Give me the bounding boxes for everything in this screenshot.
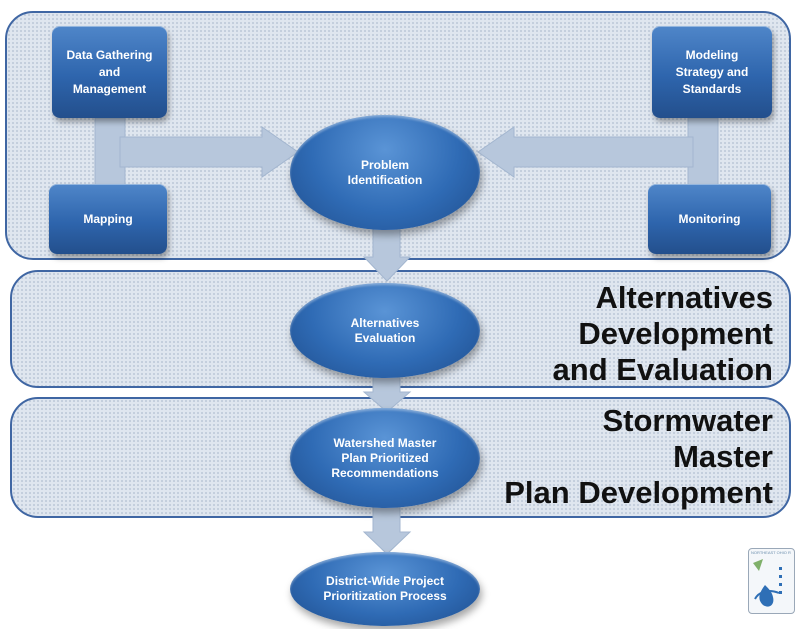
band-alternatives-title-line: and Evaluation	[552, 352, 773, 387]
alternatives-evaluation-label: Alternatives	[350, 315, 420, 330]
band-alternatives-title-line: Development	[578, 316, 773, 351]
down-arrow-1	[362, 224, 412, 282]
right-arrow	[477, 126, 694, 178]
modeling-box: Modeling Strategy and Standards	[652, 26, 772, 118]
left-arrow	[119, 126, 299, 178]
watershed-master-plan-label: Plan Prioritized	[341, 450, 429, 465]
problem-identification-node: Problem Identification	[290, 115, 480, 230]
watershed-master-plan-label: Recommendations	[331, 465, 439, 480]
district-wide-prioritization-label: Prioritization Process	[323, 589, 447, 603]
band-stormwater-title: Stormwater Master Plan Development	[504, 403, 773, 511]
band-stormwater-title-line: Stormwater	[602, 403, 773, 438]
district-wide-prioritization-node: District-Wide Project Prioritization Pro…	[290, 552, 480, 626]
modeling-label: Standards	[682, 81, 742, 96]
modeling-label: Modeling	[685, 47, 739, 62]
down-arrow-2	[362, 372, 412, 413]
district-wide-prioritization-label: District-Wide Project	[326, 574, 444, 588]
problem-identification-label: Problem	[360, 157, 409, 172]
mapping-label: Mapping	[83, 211, 133, 226]
band-alternatives-title: Alternatives Development and Evaluation	[553, 280, 773, 388]
data-gathering-label: Management	[72, 81, 147, 96]
monitoring-box: Monitoring	[648, 184, 771, 254]
monitoring-label: Monitoring	[678, 211, 741, 226]
mapping-box: Mapping	[49, 184, 167, 254]
watershed-master-plan-node: Watershed Master Plan Prioritized Recomm…	[290, 408, 480, 508]
logo-header-text: NORTHEAST OHIO R	[751, 550, 791, 555]
data-gathering-box: Data Gathering and Management	[52, 26, 167, 118]
regional-sewer-district-logo: NORTHEAST OHIO R	[748, 548, 795, 614]
data-gathering-label: and	[98, 64, 121, 79]
modeling-label: Strategy and	[675, 64, 749, 79]
alternatives-evaluation-label: Evaluation	[354, 330, 416, 345]
band-stormwater-title-line: Plan Development	[504, 475, 773, 510]
problem-identification-label: Identification	[347, 172, 423, 187]
data-gathering-label: Data Gathering	[66, 47, 153, 62]
watershed-master-plan-label: Watershed Master	[333, 435, 437, 450]
band-stormwater-title-line: Master	[673, 439, 773, 474]
alternatives-evaluation-node: Alternatives Evaluation	[290, 283, 480, 378]
down-arrow-3	[362, 499, 412, 555]
water-drop-icon	[753, 559, 782, 607]
band-alternatives-title-line: Alternatives	[595, 280, 773, 315]
